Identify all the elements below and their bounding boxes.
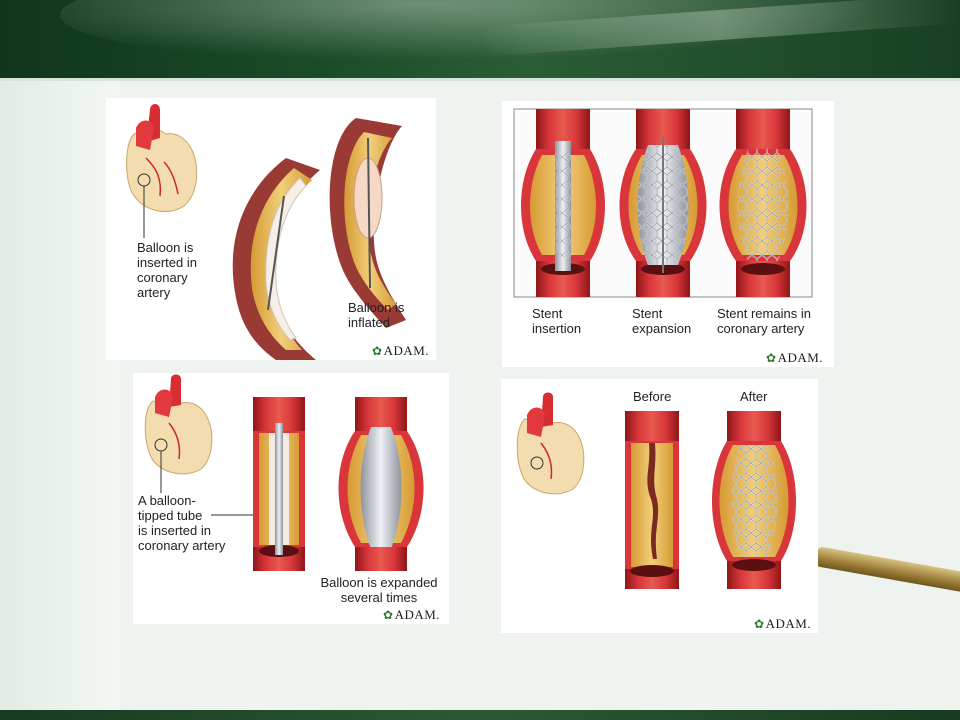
- label-stent-remains: Stent remains in coronary artery: [717, 306, 811, 336]
- before-after-illustration: [516, 392, 796, 589]
- label-balloon-tube: A balloon- tipped tube is inserted in co…: [138, 493, 226, 553]
- panel-balloon-tube: A balloon- tipped tube is inserted in co…: [133, 373, 449, 624]
- artery-with-tube: [253, 397, 305, 571]
- label-stent-insertion: Stent insertion: [532, 306, 582, 336]
- label-after: After: [740, 389, 768, 404]
- artery-stent-remains: [719, 109, 807, 297]
- adam-logo: ✿ADAM.: [754, 616, 812, 631]
- background-pen: [814, 546, 960, 594]
- artery-stent-expansion: [619, 109, 707, 297]
- adam-logo: ✿ADAM.: [383, 607, 441, 622]
- artery-before: [625, 411, 679, 589]
- slide-footer-band: [0, 710, 960, 720]
- adam-logo: ✿ADAM.: [372, 343, 430, 358]
- heart-icon: [516, 392, 585, 495]
- curved-artery-right: [329, 118, 406, 328]
- leaf-icon: ✿: [383, 608, 394, 622]
- leaf-icon: ✿: [766, 351, 777, 365]
- heart-icon: [144, 374, 213, 475]
- panel-stent-steps: Stent insertion Stent expansion Stent re…: [502, 101, 834, 367]
- adam-logo: ✿ADAM.: [766, 350, 824, 365]
- leaf-icon: ✿: [754, 617, 765, 631]
- label-balloon-inflated: Balloon is inflated: [348, 300, 405, 330]
- leaf-icon: ✿: [372, 344, 383, 358]
- label-before: Before: [633, 389, 672, 404]
- stent-steps-illustration: [513, 108, 813, 298]
- artery-stent-insertion: [521, 109, 605, 297]
- slide-header-band: [0, 0, 960, 78]
- heart-icon: [126, 104, 198, 213]
- artery-balloon-expanded: [338, 397, 424, 571]
- label-balloon-expanded: Balloon is expanded several times: [320, 575, 438, 605]
- label-stent-expansion: Stent expansion: [632, 306, 692, 336]
- curved-artery-left: [232, 158, 320, 360]
- panel-before-after: Before After ✿ADAM.: [501, 379, 818, 633]
- header-rule: [0, 78, 960, 81]
- background-page-shadow: [0, 81, 120, 710]
- label-balloon-inserted: Balloon is inserted in coronary artery: [137, 240, 197, 300]
- balloon-tube-illustration: [144, 374, 424, 571]
- balloon-insertion-illustration: [126, 104, 406, 360]
- artery-after: [712, 411, 796, 589]
- panel-balloon-insertion: Balloon is inserted in coronary artery B…: [106, 98, 436, 360]
